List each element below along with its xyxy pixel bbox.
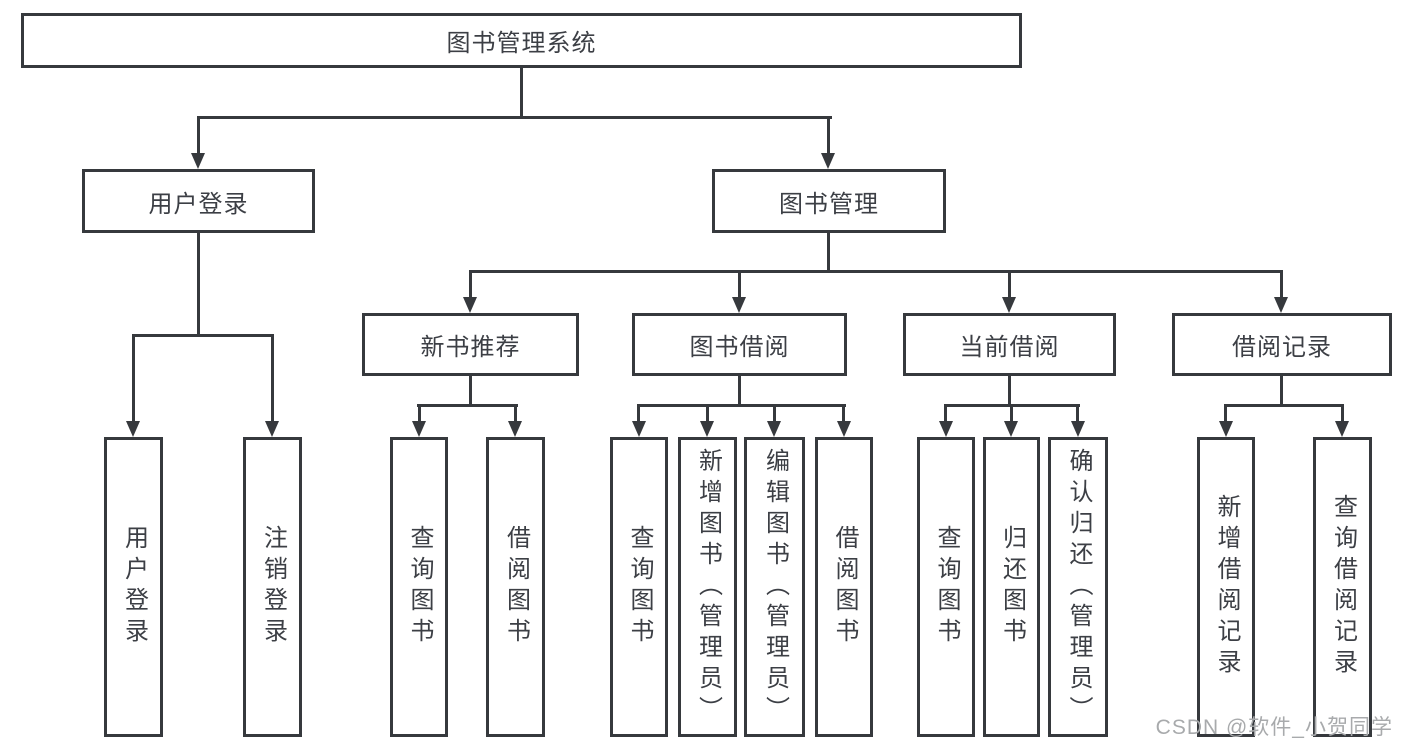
- arrow-down-icon: [632, 421, 646, 437]
- leaf-add-borrow-record: 新增借阅记录: [1197, 437, 1255, 737]
- node-label: 归还图书: [998, 525, 1026, 649]
- arrow-down-icon: [463, 297, 477, 313]
- node-label: 编辑图书（管理员）: [761, 447, 789, 727]
- connector-line: [1280, 270, 1283, 298]
- node-label: 查询图书: [626, 525, 653, 649]
- node-label: 借阅记录: [1232, 334, 1332, 361]
- leaf-query-books-borrow: 查询图书: [610, 437, 668, 737]
- arrow-down-icon: [126, 421, 140, 437]
- node-label: 用户登录: [148, 190, 249, 218]
- node-user-login: 用户登录: [82, 169, 315, 233]
- connector-line: [1224, 404, 1227, 422]
- node-label: 用户登录: [120, 525, 148, 649]
- arrow-down-icon: [412, 421, 426, 437]
- connector-line: [271, 334, 274, 422]
- node-book-borrow: 图书借阅: [632, 313, 847, 376]
- node-label: 图书管理系统: [446, 30, 597, 57]
- leaf-return-books: 归还图书: [983, 437, 1040, 737]
- leaf-borrow-books-recommend: 借阅图书: [486, 437, 545, 737]
- connector-line: [132, 334, 135, 422]
- connector-line: [773, 404, 776, 422]
- connector-line: [469, 376, 472, 407]
- watermark: CSDN @软件_小贺同学: [1155, 716, 1393, 739]
- connector-line: [469, 270, 1283, 273]
- leaf-logout: 注销登录: [243, 437, 302, 737]
- arrow-down-icon: [767, 421, 781, 437]
- node-label: 图书管理: [779, 190, 879, 218]
- connector-line: [132, 334, 274, 337]
- arrow-down-icon: [837, 421, 851, 437]
- connector-line: [706, 404, 709, 422]
- connector-line: [514, 404, 517, 422]
- connector-line: [738, 376, 741, 407]
- connector-line: [1224, 404, 1344, 407]
- node-label: 新书推荐: [420, 334, 521, 361]
- node-label: 查询图书: [406, 525, 433, 649]
- arrow-down-icon: [191, 153, 205, 169]
- connector-line: [827, 116, 830, 154]
- node-label: 图书借阅: [689, 334, 790, 361]
- leaf-query-borrow-record: 查询借阅记录: [1313, 437, 1372, 737]
- leaf-query-books-recommend: 查询图书: [390, 437, 448, 737]
- connector-line: [1010, 404, 1013, 422]
- arrow-down-icon: [265, 421, 279, 437]
- connector-line: [197, 233, 200, 337]
- node-current-borrow: 当前借阅: [903, 313, 1116, 376]
- node-label: 当前借阅: [959, 334, 1060, 361]
- node-label: 注销登录: [259, 525, 287, 649]
- arrow-down-icon: [1219, 421, 1233, 437]
- node-label: 查询图书: [933, 525, 960, 649]
- leaf-confirm-return-admin: 确认归还（管理员）: [1048, 437, 1108, 737]
- arrow-down-icon: [700, 421, 714, 437]
- arrow-down-icon: [1002, 297, 1016, 313]
- arrow-down-icon: [821, 153, 835, 169]
- node-label: 借阅图书: [502, 525, 530, 649]
- leaf-edit-books-admin: 编辑图书（管理员）: [744, 437, 805, 737]
- connector-line: [417, 404, 518, 407]
- node-book-management: 图书管理: [712, 169, 946, 233]
- connector-line: [637, 404, 846, 407]
- connector-line: [842, 404, 845, 422]
- leaf-user-login: 用户登录: [104, 437, 163, 737]
- connector-line: [1076, 404, 1079, 422]
- arrow-down-icon: [1071, 421, 1085, 437]
- arrow-down-icon: [1274, 297, 1288, 313]
- leaf-query-books-current: 查询图书: [917, 437, 975, 737]
- arrow-down-icon: [732, 297, 746, 313]
- arrow-down-icon: [939, 421, 953, 437]
- connector-line: [418, 404, 421, 422]
- node-label: 借阅图书: [831, 525, 858, 649]
- connector-line: [1341, 404, 1344, 422]
- node-borrow-records: 借阅记录: [1172, 313, 1392, 376]
- connector-line: [1280, 376, 1283, 407]
- node-label: 新增图书（管理员）: [694, 447, 722, 727]
- connector-line: [197, 116, 200, 154]
- connector-line: [469, 270, 472, 298]
- node-label: 查询借阅记录: [1329, 494, 1357, 680]
- connector-line: [827, 233, 830, 273]
- arrow-down-icon: [1335, 421, 1349, 437]
- node-root-library-system: 图书管理系统: [21, 13, 1022, 68]
- arrow-down-icon: [1004, 421, 1018, 437]
- arrow-down-icon: [508, 421, 522, 437]
- connector-line: [738, 270, 741, 298]
- node-label: 确认归还（管理员）: [1065, 447, 1092, 727]
- connector-line: [944, 404, 947, 422]
- leaf-borrow-books: 借阅图书: [815, 437, 873, 737]
- connector-line: [637, 404, 640, 422]
- connector-line: [1008, 270, 1011, 298]
- leaf-add-books-admin: 新增图书（管理员）: [678, 437, 737, 737]
- node-new-book-recommend: 新书推荐: [362, 313, 579, 376]
- connector-line: [1008, 376, 1011, 407]
- connector-line: [197, 116, 832, 119]
- connector-line: [520, 67, 523, 117]
- node-label: 新增借阅记录: [1213, 494, 1240, 680]
